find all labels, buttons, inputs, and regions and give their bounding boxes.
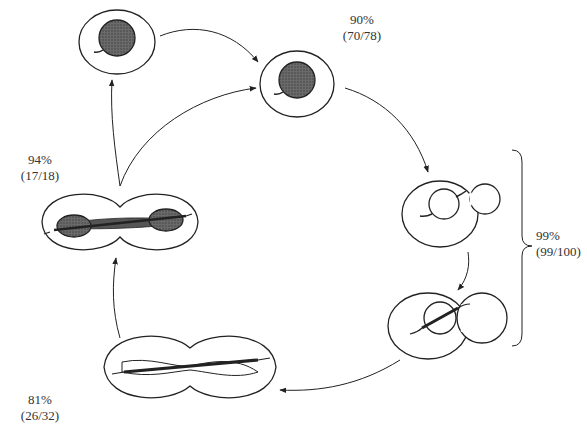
- budded-cell: [402, 181, 500, 247]
- telophase-cell: [42, 194, 198, 250]
- percentage-label: 90%: [350, 13, 374, 27]
- cycle-arrows: [112, 29, 469, 390]
- percentage-label: 81%: [28, 393, 52, 407]
- count-label: (70/78): [343, 29, 381, 43]
- count-label: (99/100): [536, 245, 581, 259]
- g1-cell: [79, 10, 155, 74]
- bracket: [512, 150, 532, 346]
- percentage-label: 94%: [28, 153, 52, 167]
- count-label: (26/32): [21, 409, 59, 423]
- count-label: (17/18): [21, 169, 59, 183]
- percentage-label: 99%: [536, 229, 560, 243]
- budded-cell-spindle: [388, 293, 507, 359]
- anaphase-cell: [104, 336, 276, 398]
- g1-cell: [260, 51, 334, 117]
